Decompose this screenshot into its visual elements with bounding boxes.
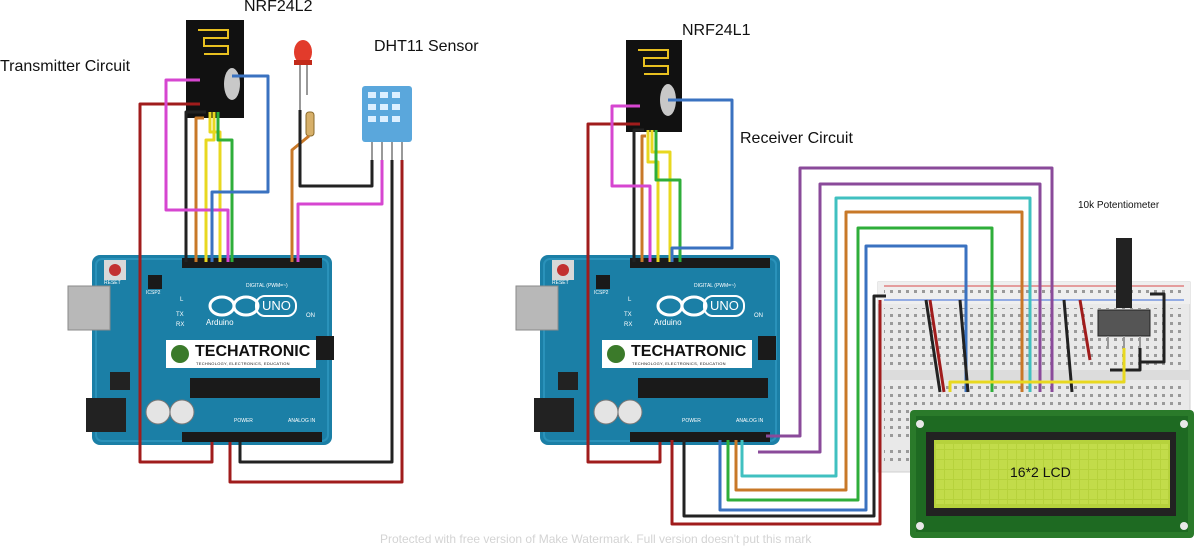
board1-digital: DIGITAL (PWM=~) bbox=[246, 283, 288, 289]
potentiometer-label: 10k Potentiometer bbox=[1078, 200, 1160, 211]
power-jack bbox=[86, 398, 126, 432]
board1-on: ON bbox=[306, 313, 315, 319]
board1-brand: TECHATRONIC bbox=[195, 343, 311, 360]
board1-analog: ANALOG IN bbox=[288, 418, 316, 424]
arduino-uno-transmitter bbox=[67, 255, 334, 445]
power-analog-header bbox=[182, 432, 322, 442]
nrf24-module-transmitter bbox=[186, 20, 244, 118]
board2-icsp: ICSP2 bbox=[594, 290, 609, 296]
board1-tagline: TECHNOLOGY, ELECTRONICS, EDUCATION bbox=[196, 361, 290, 366]
board2-brand: TECHATRONIC bbox=[631, 343, 747, 360]
lcd-16x2 bbox=[910, 410, 1194, 538]
board1-rx: RX bbox=[176, 322, 185, 328]
board1-power: POWER bbox=[234, 418, 253, 424]
board2-model: UNO bbox=[710, 298, 739, 313]
reset-button bbox=[109, 264, 121, 276]
board2-on: ON bbox=[754, 313, 763, 319]
board2-l: L bbox=[628, 297, 632, 303]
board2-analog: ANALOG IN bbox=[736, 418, 764, 424]
digital-header bbox=[182, 258, 322, 268]
board1-icsp: ICSP2 bbox=[146, 290, 161, 296]
resistor bbox=[305, 111, 315, 137]
lcd-label: 16*2 LCD bbox=[1010, 464, 1071, 480]
receiver-wires bbox=[586, 98, 1166, 526]
nrf24l2-label: NRF24L2 bbox=[244, 0, 313, 15]
board2-rx: RX bbox=[624, 322, 633, 328]
usb-port bbox=[67, 285, 111, 331]
red-led bbox=[294, 40, 312, 110]
transmitter-circuit-label: Transmitter Circuit bbox=[0, 58, 131, 75]
board1-maker: Arduino bbox=[206, 318, 234, 327]
board1-model: UNO bbox=[262, 298, 291, 313]
dht11-label: DHT11 Sensor bbox=[374, 38, 479, 55]
board2-power: POWER bbox=[682, 418, 701, 424]
board2-reset: RESET bbox=[552, 280, 569, 286]
board1-reset: RESET bbox=[104, 280, 121, 286]
atmega-chip bbox=[190, 378, 320, 398]
board2-maker: Arduino bbox=[654, 318, 682, 327]
nrf24-module-receiver bbox=[626, 40, 682, 132]
transmitter-wires bbox=[138, 74, 404, 484]
board2-tagline: TECHNOLOGY, ELECTRONICS, EDUCATION bbox=[632, 361, 726, 366]
board2-digital: DIGITAL (PWM=~) bbox=[694, 283, 736, 289]
board1-l: L bbox=[180, 297, 184, 303]
nrf24l1-label: NRF24L1 bbox=[682, 22, 751, 39]
board2-tx: TX bbox=[624, 312, 632, 318]
watermark-text: Protected with free version of Make Wate… bbox=[380, 532, 812, 546]
techatronic-logo-icon bbox=[171, 345, 189, 363]
board1-tx: TX bbox=[176, 312, 184, 318]
dht11-sensor bbox=[362, 86, 412, 160]
potentiometer bbox=[1097, 238, 1151, 348]
arduino-uno-receiver bbox=[515, 255, 780, 445]
receiver-circuit-label: Receiver Circuit bbox=[740, 130, 853, 147]
